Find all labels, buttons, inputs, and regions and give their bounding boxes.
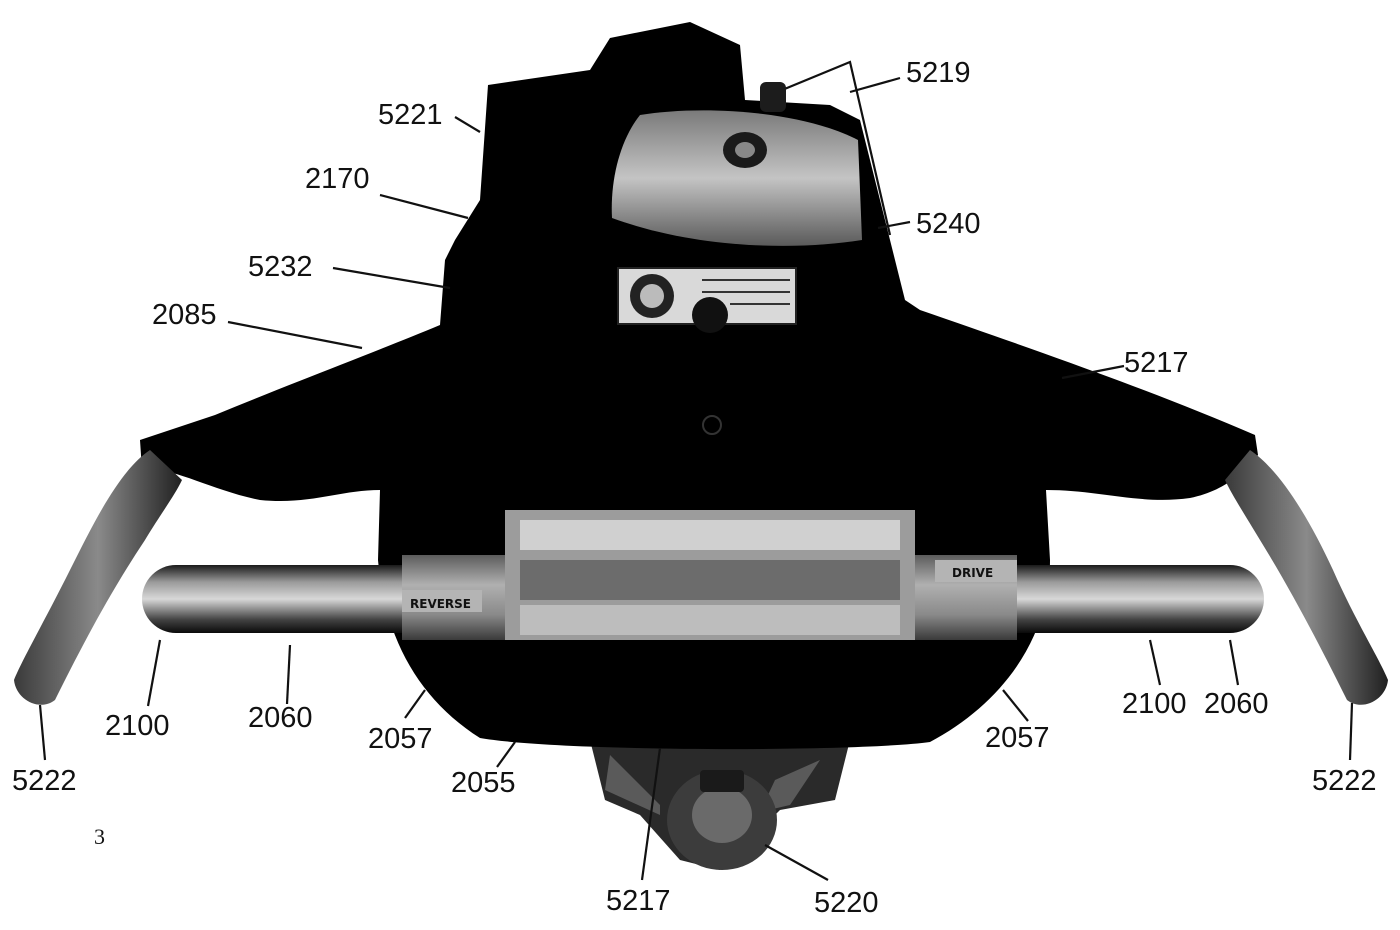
label-5221: 5221	[378, 99, 443, 131]
label-2057-right: 2057	[985, 722, 1050, 754]
label-5220: 5220	[814, 887, 879, 919]
machine-photo: REVERSE DRIVE	[14, 22, 1388, 870]
drive-label: DRIVE	[952, 566, 993, 580]
label-5222-right: 5222	[1312, 765, 1377, 797]
right-grip	[1225, 450, 1388, 705]
label-2100-left: 2100	[105, 710, 170, 742]
engine-tank	[611, 110, 862, 246]
label-2060-right: 2060	[1204, 688, 1269, 720]
leader-lines	[38, 76, 1354, 881]
reverse-label: REVERSE	[410, 597, 471, 611]
label-2170: 2170	[305, 163, 370, 195]
label-2085: 2085	[152, 299, 217, 331]
label-2060-left: 2060	[248, 702, 313, 734]
label-5240: 5240	[916, 208, 981, 240]
wheel-assembly	[590, 740, 850, 870]
label-5217-right: 5217	[1124, 347, 1189, 379]
left-grip	[14, 450, 182, 705]
reference-labels: 5219 5221 2170 5240 5232 2085 5217 2100 …	[12, 57, 1377, 919]
label-5222-left: 5222	[12, 765, 77, 797]
page-number: 3	[94, 824, 105, 849]
label-5232: 5232	[248, 251, 313, 283]
label-2100-right: 2100	[1122, 688, 1187, 720]
label-5219: 5219	[906, 57, 971, 89]
label-5217-bottom: 5217	[606, 885, 671, 917]
label-2055: 2055	[451, 767, 516, 799]
label-2057-left: 2057	[368, 723, 433, 755]
